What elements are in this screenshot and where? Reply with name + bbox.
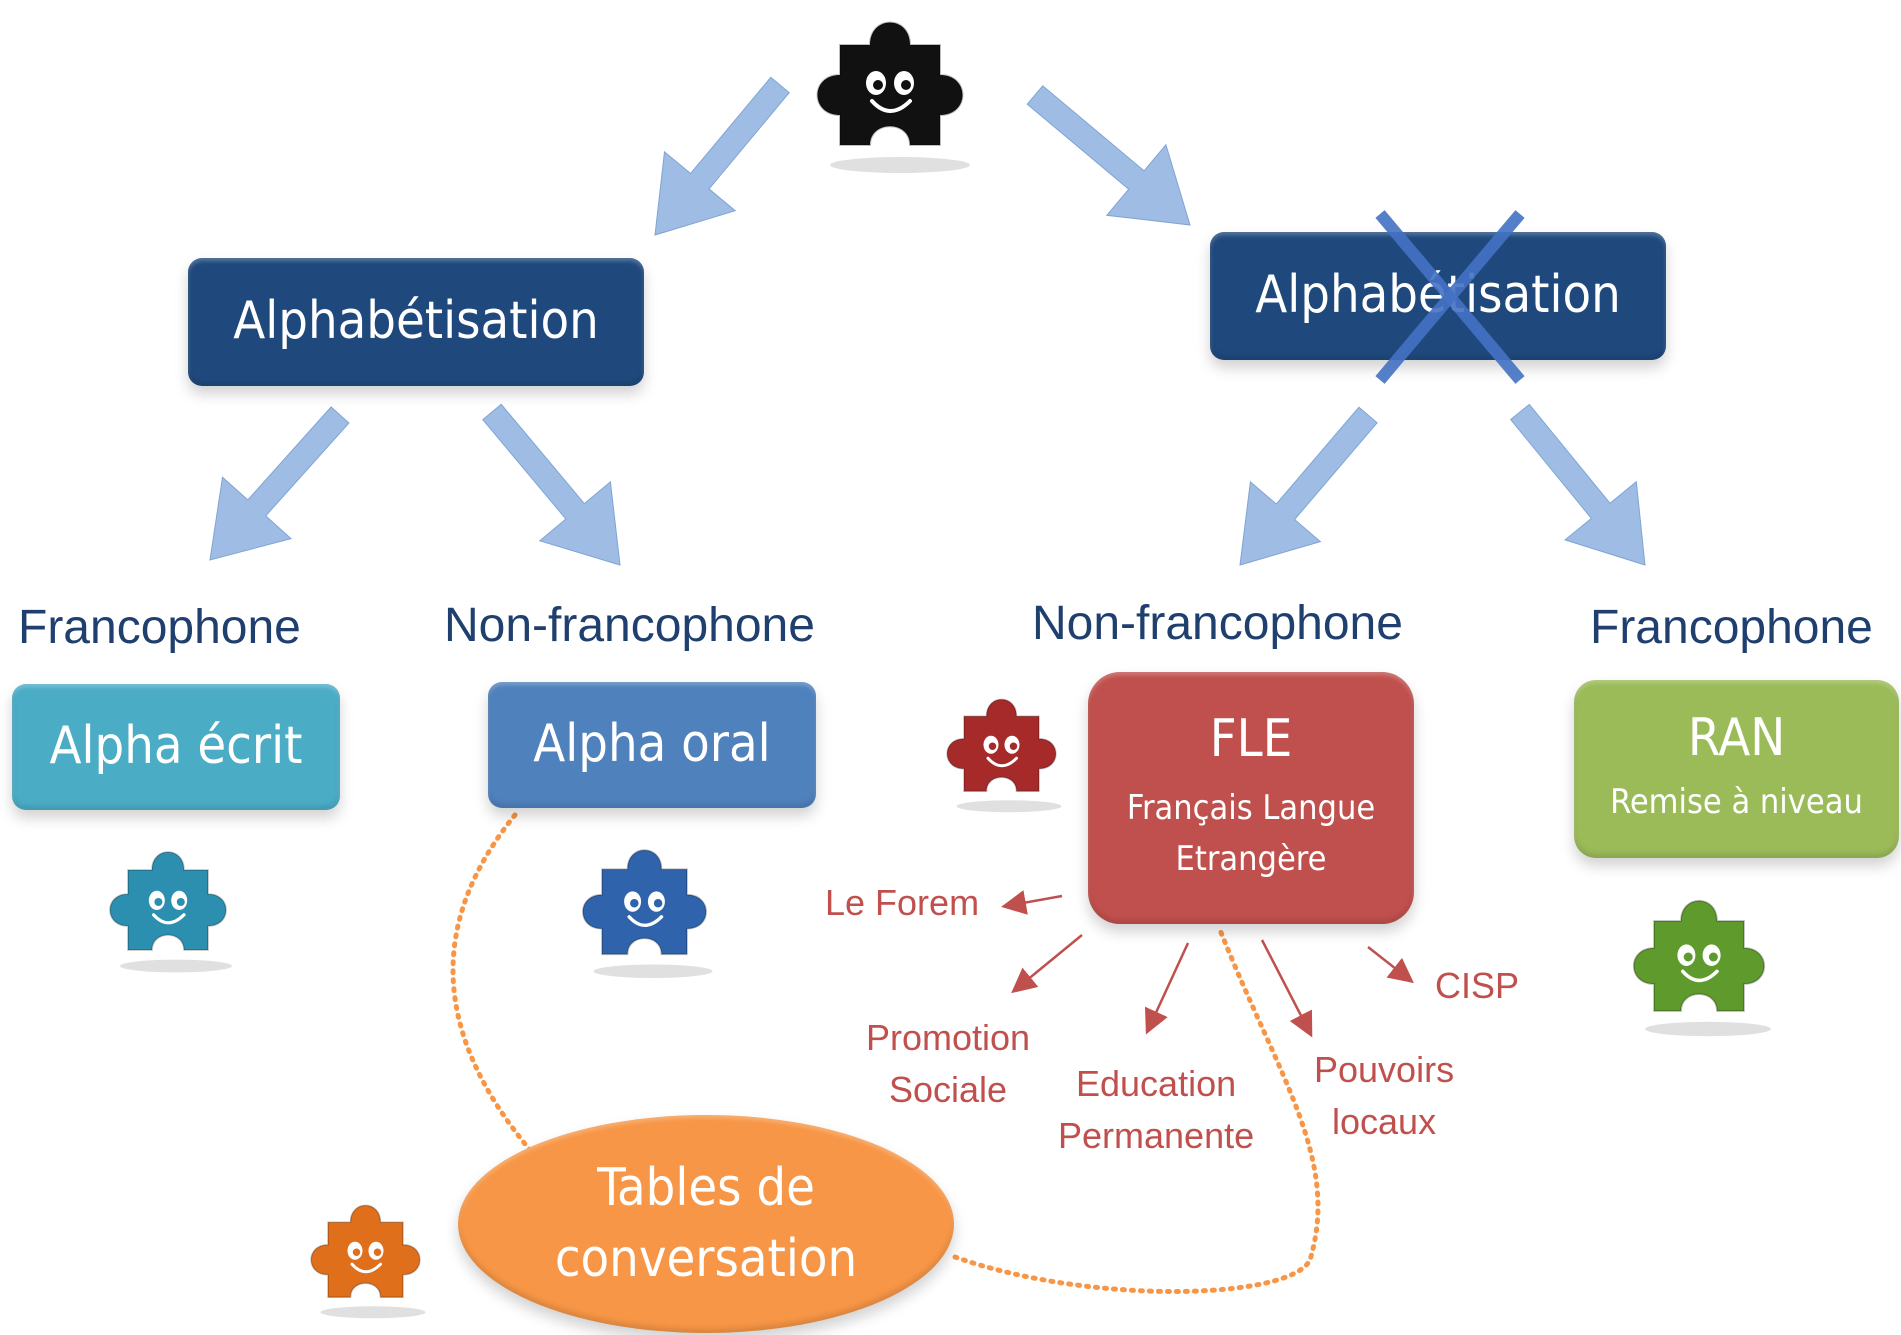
provider-pouvoirs-locaux: Pouvoirs locaux [1314,1044,1454,1148]
provider-pouvoirs-line2: locaux [1332,1101,1437,1143]
puzzle-piece-red-icon [946,698,1062,813]
dotted-connector-alpha-oral [450,812,533,1153]
arrow-left-to-nonfrancophone [482,403,621,566]
tables-line1: Tables de [597,1157,815,1218]
arrow-to-education [1144,942,1190,1035]
arrow-top-to-right [1026,85,1191,226]
dotted-connector-fle [952,927,1321,1294]
tables-line2: conversation [554,1229,858,1289]
ran-box: RAN Remise à niveau [1574,680,1899,858]
fle-box: FLE Français Langue Etrangère [1088,672,1414,924]
fle-subtitle-line1: Français Langue [1126,787,1376,828]
puzzle-piece-blue-icon [582,849,713,979]
arrow-right-to-francophone [1509,403,1646,566]
provider-education-permanente: Education Permanente [1058,1058,1254,1162]
fle-subtitle-line2: Etrangère [1175,838,1327,879]
provider-cisp: CISP [1435,965,1520,1006]
provider-education-line1: Education [1076,1063,1237,1104]
alpha-ecrit-title: Alpha écrit [49,716,303,777]
arrow-right-to-nonfrancophone [1239,406,1378,566]
arrow-to-cisp [1367,946,1414,984]
ran-subtitle: Remise à niveau [1610,782,1863,823]
arrow-left-to-francophone [209,406,350,561]
tables-de-conversation-ellipse: Tables de conversation [458,1115,954,1333]
puzzle-piece-teal-icon [109,851,232,973]
category-nonfrancophone-right: Non-francophone [1032,597,1403,650]
puzzle-piece-black-icon [816,21,970,173]
arrow-to-forem [1001,890,1063,915]
alpha-oral-title: Alpha oral [533,714,771,775]
provider-promotion-line2: Sociale [889,1069,1008,1111]
alpha-ecrit-box: Alpha écrit [12,684,340,810]
provider-pouvoirs-line1: Pouvoirs [1314,1049,1455,1090]
arrow-to-pouvoirs [1260,939,1313,1038]
category-francophone-right: Francophone [1590,601,1873,654]
puzzle-piece-orange-icon [310,1204,426,1319]
category-francophone-left: Francophone [18,601,301,654]
fle-title: FLE [1209,709,1293,770]
ran-title: RAN [1687,707,1786,768]
provider-promotion-sociale: Promotion Sociale [866,1012,1030,1116]
puzzle-piece-green-icon [1632,899,1771,1037]
provider-le-forem: Le Forem [825,882,980,923]
cross-out-mark [1375,210,1525,384]
category-nonfrancophone-left: Non-francophone [444,599,815,652]
alpha-oral-box: Alpha oral [488,682,816,808]
alphabetisation-left-title: Alphabétisation [233,291,599,352]
provider-education-line2: Permanente [1058,1115,1255,1157]
alphabetisation-box-left: Alphabétisation [188,258,644,386]
arrow-top-to-left [654,76,790,236]
arrow-to-promotion [1011,934,1083,994]
provider-promotion-line1: Promotion [866,1017,1031,1058]
